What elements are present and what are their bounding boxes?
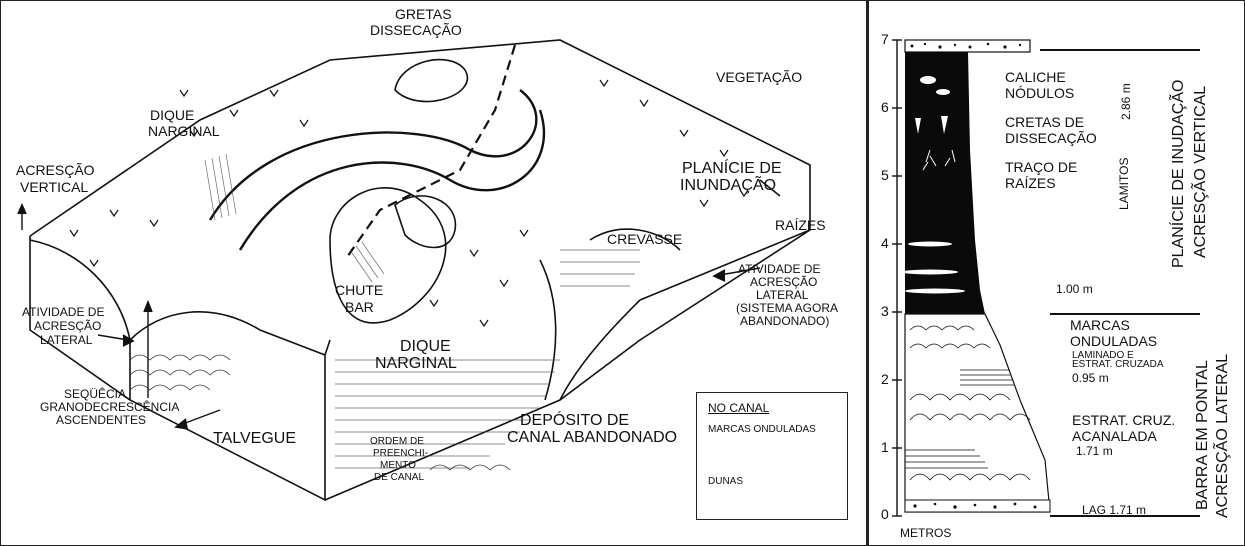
label-nodulos: NÓDULOS [1005, 86, 1074, 101]
label-ordem-1: ORDEM DE [370, 436, 424, 447]
label-dique-top-2: NARGINAL [148, 124, 220, 139]
label-disseccacao-col: DISSECAÇÃO [1005, 131, 1097, 146]
label-ordem-3: MENTO [380, 460, 416, 471]
channel-bank [210, 90, 536, 220]
label-chute: CHUTE [335, 283, 383, 298]
label-acanalada: ACANALADA [1072, 429, 1157, 444]
tick-0: 0 [881, 507, 889, 522]
tick-2: 2 [881, 372, 889, 387]
tick-7: 7 [881, 32, 889, 47]
label-dique-top-1: DIQUE [150, 108, 194, 123]
label-planicie-1: PLANÍCIE DE [682, 160, 782, 177]
legend-title: NO CANAL [708, 402, 769, 415]
label-acrescao-vertical-1: ACRESÇÃO [16, 163, 95, 178]
label-raizes: RAÍZES [775, 218, 826, 233]
tick-6: 6 [881, 100, 889, 115]
label-bar: BAR [345, 300, 374, 315]
tick-3: 3 [881, 304, 889, 319]
label-raizes-col: RAÍZES [1005, 176, 1056, 191]
label-crevasse: CREVASSE [607, 232, 682, 247]
label-1-00-m: 1.00 m [1056, 283, 1093, 296]
label-talvegue: TALVEGUE [213, 430, 296, 447]
label-deposito-1: DEPÓSITO DE [520, 412, 629, 429]
panel-divider [866, 0, 869, 546]
label-barra-pontal: BARRA EM PONTAL [1194, 360, 1211, 510]
label-planicie-inudacao: PLANÍCIE DE INUDAÇÃO [1170, 80, 1187, 268]
label-disseccacao: DISSECAÇÃO [370, 23, 462, 38]
label-estrat-cruz: ESTRAT. CRUZ. [1072, 413, 1175, 428]
label-gretas: GRETAS [395, 7, 452, 22]
legend-item-marcas: MARCAS ONDULADAS [708, 424, 816, 435]
legend-item-dunas: DUNAS [708, 476, 743, 487]
label-thickness-286: 2.86 m [1120, 83, 1133, 120]
desiccation-oval [395, 60, 467, 102]
label-vegetacao: VEGETAÇÃO [716, 70, 802, 85]
label-cretas: CRETAS DE [1005, 115, 1084, 130]
label-onduladas: ONDULADAS [1070, 334, 1157, 349]
label-caliche: CALICHE [1005, 70, 1066, 85]
label-atividade-left-3: LATERAL [40, 334, 92, 347]
abandoned-channel-path [345, 45, 515, 260]
tick-5: 5 [881, 168, 889, 183]
label-acrescao-vertical-2: VERTICAL [20, 180, 88, 195]
label-lamitos: LAMITOS [1118, 158, 1131, 210]
label-ordem-4: DE CANAL [374, 472, 424, 483]
label-lag: LAG 1.71 m [1082, 504, 1146, 517]
label-sequencia-3: ASCENDENTES [56, 414, 146, 427]
label-deposito-2: CANAL ABANDONADO [507, 429, 677, 446]
label-atividade-left-1: ATIVIDADE DE [22, 306, 104, 319]
axis-unit-metros: METROS [900, 527, 951, 540]
label-estrat-cruzada: ESTRAT. CRUZADA [1072, 359, 1164, 370]
label-dique-bottom-1: DIQUE [400, 338, 451, 355]
tick-1: 1 [881, 440, 889, 455]
label-atividade-left-2: ACRESÇÃO [34, 320, 101, 333]
label-acrescao-vertical-col: ACRESÇÃO VERTICAL [1192, 86, 1209, 258]
tick-4: 4 [881, 236, 889, 251]
label-ordem-2: PREENCHI- [373, 448, 428, 459]
label-acrescao-lateral-col: ACRESÇÃO LATERAL [1214, 354, 1231, 518]
label-planicie-2: INUNDAÇÃO [680, 177, 776, 194]
label-marcas: MARCAS [1070, 318, 1130, 333]
label-0-95-m: 0.95 m [1072, 372, 1109, 385]
label-traco: TRAÇO DE [1005, 160, 1077, 175]
block-left-face [30, 236, 325, 500]
label-1-71-m: 1.71 m [1076, 445, 1113, 458]
label-dique-bottom-2: NARGINAL [375, 355, 457, 372]
label-atividade-right-5: ABANDONADO) [740, 315, 829, 328]
